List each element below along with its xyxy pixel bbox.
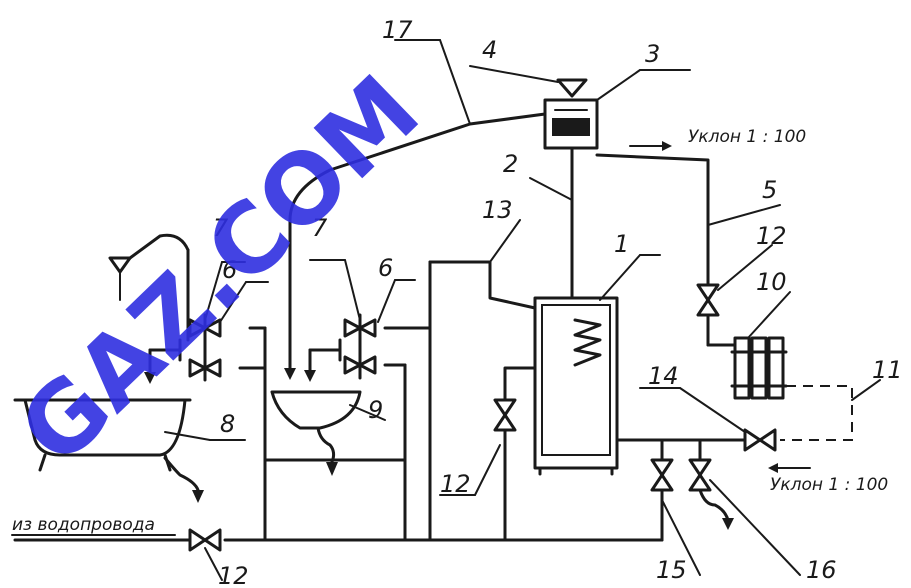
label-17: 17: [382, 16, 413, 44]
sink-spout-arrow-icon: [304, 370, 316, 382]
bath-drain-arrow-icon: [192, 490, 204, 503]
label-13: 13: [482, 196, 513, 224]
leader-7-mid: [344, 259, 361, 321]
air-vent-icon: [556, 78, 588, 98]
label-3: 3: [645, 40, 660, 68]
label-14: 14: [648, 362, 679, 390]
leader-11: [851, 379, 881, 401]
boiler-feed: [503, 366, 537, 402]
label-15: 15: [656, 556, 687, 584]
leader-6-mid: [377, 279, 396, 323]
leader-12-center: [474, 444, 501, 496]
radiator-10: [730, 336, 788, 400]
valve-14: [743, 428, 777, 452]
label-16: 16: [806, 556, 837, 584]
shower-head-icon: [108, 256, 132, 301]
leader-13: [489, 219, 521, 263]
overflow-pipe-17: [288, 112, 547, 372]
label-12-bottom: 12: [218, 562, 249, 588]
valve-16: [688, 458, 712, 492]
expansion-tank: [543, 98, 599, 150]
leader-2: [529, 177, 573, 201]
leader-12-right: [717, 244, 773, 291]
sink-9: [270, 390, 362, 464]
leader-14: [679, 387, 746, 433]
label-7-mid: 7: [312, 214, 328, 242]
sink-mixer-6: [308, 313, 377, 380]
sink-drain-arrow-icon: [326, 462, 338, 476]
bath-spout-arrow-icon: [144, 372, 156, 384]
label-5: 5: [762, 176, 777, 204]
valve-12-right: [696, 283, 720, 317]
valve-12-center: [493, 398, 517, 432]
label-1: 1: [614, 230, 629, 258]
drain-16: [698, 488, 730, 522]
overflow-arrow-icon: [284, 368, 296, 380]
leader-3: [596, 69, 641, 101]
label-6-left: 6: [222, 256, 237, 284]
leader-12-bottom: [204, 547, 223, 581]
label-7-left: 7: [213, 214, 229, 242]
bathtub-8: [13, 398, 200, 492]
return-pipe-11: [780, 385, 853, 441]
arrow-right-icon: [662, 141, 672, 151]
valve-12-bottom: [188, 528, 222, 552]
note-water-supply: из водопровода: [12, 515, 155, 535]
label-8: 8: [220, 410, 235, 438]
label-6-mid: 6: [378, 254, 393, 282]
label-9: 9: [368, 396, 383, 424]
label-12-right: 12: [756, 222, 787, 250]
leader-10: [747, 291, 791, 339]
label-12-center: 12: [440, 470, 471, 498]
label-2: 2: [503, 150, 518, 178]
note-slope-top: Уклон 1 : 100: [688, 127, 806, 147]
label-4: 4: [482, 36, 497, 64]
label-10: 10: [756, 268, 787, 296]
leader-15: [661, 499, 701, 576]
leader-9: [349, 404, 386, 421]
label-11: 11: [872, 356, 903, 384]
pipe-13-top: [428, 260, 537, 310]
leader-17: [439, 39, 471, 125]
bath-mixer-6: [128, 233, 222, 382]
supply-pipe-5: [595, 153, 710, 287]
arrow-left-icon: [768, 463, 778, 473]
leader-4: [469, 65, 559, 83]
note-slope-bottom: Уклон 1 : 100: [770, 475, 888, 495]
drain-arrow-icon: [722, 518, 734, 530]
leader-7-left: [204, 261, 223, 321]
valve-15: [650, 458, 674, 492]
leader-5: [707, 204, 781, 226]
leader-6-left: [219, 281, 247, 323]
leader-1: [599, 254, 641, 301]
leader-16: [709, 479, 801, 576]
leader-8: [164, 431, 211, 441]
boiler-1: [533, 296, 619, 476]
